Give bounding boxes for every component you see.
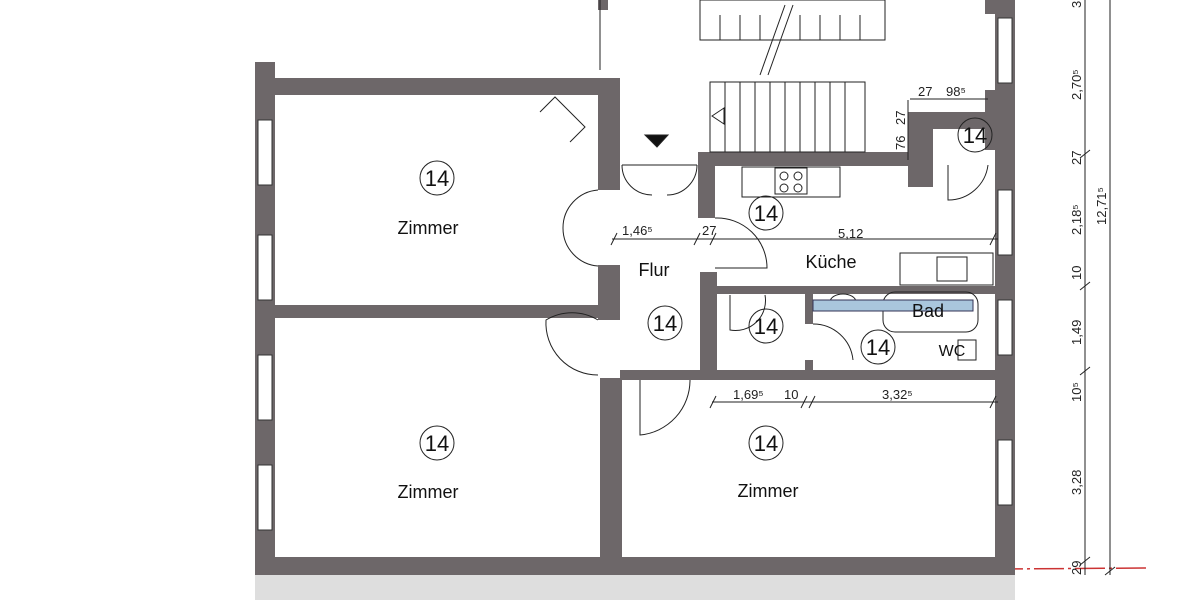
label-bad: Bad [912, 301, 944, 321]
dim-27-top: 27 [918, 84, 932, 99]
tag-bad: 14 [866, 335, 890, 360]
dim-10: 10 [784, 387, 798, 402]
tag-zimmer-bottom-left: 14 [425, 431, 449, 456]
dim-3325: 3,32⁵ [882, 387, 913, 402]
dim-76: 76 [893, 136, 908, 150]
staircase [599, 0, 886, 153]
dimension-labels: 1,46⁵ 27 5,12 1,69⁵ 10 3,32⁵ 27 98⁵ 76 2… [622, 1, 1109, 575]
bath-bar [812, 299, 974, 312]
doors [539, 96, 989, 436]
room-tags: 14 14 14 14 14 14 14 14 [419, 117, 993, 461]
tag-zimmer-top-left: 14 [425, 166, 449, 191]
dim-total: 12,71⁵ [1094, 187, 1109, 225]
dim-right-4: 10 [1069, 266, 1084, 280]
dimension-lines [610, 0, 1116, 576]
dim-right-0: 3 [1069, 1, 1084, 8]
fixtures [741, 166, 994, 361]
label-flur: Flur [639, 260, 670, 280]
dim-right-2: 27 [1069, 151, 1084, 165]
label-zimmer-bottom-right: Zimmer [738, 481, 799, 501]
ground-strip [255, 575, 1015, 600]
dim-27-v: 27 [893, 111, 908, 125]
tag-kueche: 14 [754, 201, 778, 226]
entrance-arrow-icon [643, 134, 670, 148]
tag-abstell: 14 [754, 314, 778, 339]
label-zimmer-bottom-left: Zimmer [398, 482, 459, 502]
room-labels: Zimmer Zimmer Zimmer Flur Küche Bad WC [398, 218, 966, 502]
tag-flur: 14 [653, 311, 677, 336]
dim-kitchen-width: 5,12 [838, 226, 863, 241]
dim-985: 98⁵ [946, 84, 966, 99]
tag-zimmer-bottom-right: 14 [754, 431, 778, 456]
walls [255, 0, 1015, 575]
dim-flur-width: 1,46⁵ [622, 223, 653, 238]
tag-balcony: 14 [963, 123, 987, 148]
dim-right-1: 2,70⁵ [1069, 69, 1084, 100]
dim-right-8: 29 [1069, 561, 1084, 575]
windows [257, 17, 1013, 531]
dim-right-5: 1,49 [1069, 320, 1084, 345]
dim-right-6: 10⁵ [1069, 382, 1084, 402]
dim-1695: 1,69⁵ [733, 387, 764, 402]
dim-right-7: 3,28 [1069, 470, 1084, 495]
label-kueche: Küche [805, 252, 856, 272]
dim-right-3: 2,18⁵ [1069, 204, 1084, 235]
label-wc: WC [939, 343, 966, 360]
dim-wall-27: 27 [702, 223, 716, 238]
label-zimmer-top-left: Zimmer [398, 218, 459, 238]
